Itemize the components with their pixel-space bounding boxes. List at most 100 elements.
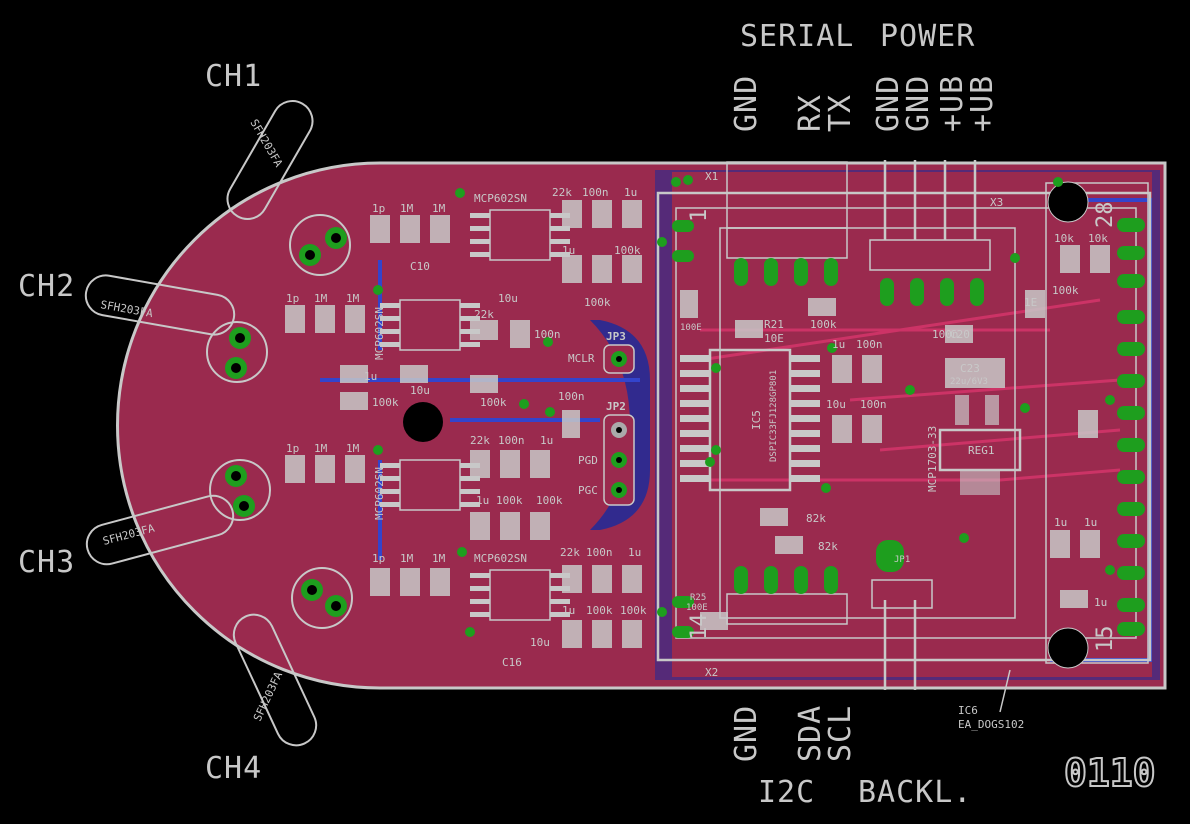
val-100k-g: 100k [586,604,613,617]
val-100k-a: 100k [614,244,641,257]
display-pin-last: 15 [1093,626,1118,653]
channel-label-ch1: CH1 [205,59,262,94]
val-100n-e: 100n [586,546,613,559]
jumper-pin-mclr: MCLR [568,352,595,365]
val-10u-b: 10u [410,384,430,397]
val-1u-h: 1u [832,338,845,351]
channel-label-ch4: CH4 [205,751,262,786]
jumper-label-jp1: JP1 [894,555,910,565]
power-pads [880,278,984,306]
top-pin-gnd-2: GND [871,75,906,132]
val-100k-d: 100k [480,396,507,409]
val-10k-a: 10k [1054,232,1074,245]
val-1m-g: 1M [400,552,414,565]
val-10u-d: 10u [826,398,846,411]
val-10k-b: 10k [1088,232,1108,245]
val-r21: R21 [764,318,784,331]
regulator-ref: REG1 [968,444,995,457]
mount-hole-top [1047,181,1089,223]
val-100n-h: 100n [932,328,959,341]
val-22k-c: 22k [470,434,490,447]
opamp-label-4: MCP602SN [474,552,527,565]
val-10u-c: 10u [530,636,550,649]
component-values: 1p 1M 1M 22k 100n 1u 100k 1u 100k C10 10… [286,186,1108,669]
display-outline [656,191,1152,662]
jumper-jp3 [603,344,635,374]
vias [373,175,1115,637]
val-100k-b: 100k [584,296,611,309]
val-1m-h: 1M [432,552,446,565]
val-100n-g: 100n [860,398,887,411]
val-1u-b: 1u [562,244,575,257]
val-c10: C10 [410,260,430,273]
val-c23-value: 22u/6V3 [950,377,988,387]
val-1m-f: 1M [346,442,360,455]
val-100n-d: 100n [498,434,525,447]
sensor-ch3 [85,459,271,566]
top-pin-gnd-1: GND [729,75,764,132]
sensor-ch2 [84,274,268,383]
val-100n-b: 100n [534,328,561,341]
val-100n-f: 100n [856,338,883,351]
val-1u-e: 1u [476,494,489,507]
mount-hole-bottom [1047,627,1089,669]
val-1u-d: 1u [540,434,553,447]
val-r25: R25 [690,593,706,603]
val-22k-b: 22k [474,308,494,321]
val-c16: C16 [502,656,522,669]
val-100n-a: 100n [582,186,609,199]
jumper-pin-pgd: PGD [578,454,598,467]
passives [285,200,1110,648]
val-100k-h: 100k [620,604,647,617]
val-1m-a: 1M [400,202,414,215]
sensor-ch4 [232,567,353,747]
opamp-1 [470,209,570,261]
serial-heading: SERIAL [740,19,854,54]
connector-x3: X3 [990,196,1003,209]
display-pin-left-last: 14 [687,614,712,641]
board-version: 0110 [1064,751,1156,795]
display-pin-left-first: 1 [687,209,712,222]
channel-label-ch2: CH2 [18,269,75,304]
val-1p-a: 1p [372,202,385,215]
val-1u-j: 1u [1084,516,1097,529]
opamp-4 [470,569,570,621]
val-100k-e: 100k [496,494,523,507]
val-c20: C20 [950,328,970,341]
bottom-pin-sda: SDA [793,705,828,762]
val-10u-a: 10u [498,292,518,305]
val-1p-d: 1p [372,552,385,565]
val-1u-k: 1u [1094,596,1107,609]
backlight-heading: BACKL. [858,775,972,810]
mcu-ref: IC5 [750,410,763,430]
top-pin-tx: TX [823,94,858,132]
connector-x2: X2 [705,666,718,679]
sensor-ch1 [226,100,351,276]
power-heading: POWER [880,19,975,54]
top-pin-gnd-3: GND [901,75,936,132]
jumper-label-jp2: JP2 [606,400,626,413]
val-1u-a: 1u [624,186,637,199]
val-1e: 1E [1024,296,1037,309]
val-1m-e: 1M [314,442,328,455]
top-pin-ub-1: +UB [935,75,970,132]
jumper-jp1 [876,540,904,572]
mount-hole-center [403,402,443,442]
display-pins [672,218,1145,638]
val-1m-c: 1M [314,292,328,305]
val-100e-b: 100E [686,603,708,613]
serial-pads [734,258,838,286]
jumper-jp2 [603,414,635,506]
val-100n-c: 100n [558,390,585,403]
channel-label-ch3: CH3 [18,545,75,580]
bottom-pin-gnd: GND [729,705,764,762]
val-22k-d: 22k [560,546,580,559]
val-82k-b: 82k [818,540,838,553]
jumper-label-jp3: JP3 [606,330,626,343]
display-ref: IC6 [958,704,978,717]
val-22k-a: 22k [552,186,572,199]
val-1u-f: 1u [628,546,641,559]
val-r21-value: 10E [764,332,784,345]
i2c-pads [734,566,838,594]
